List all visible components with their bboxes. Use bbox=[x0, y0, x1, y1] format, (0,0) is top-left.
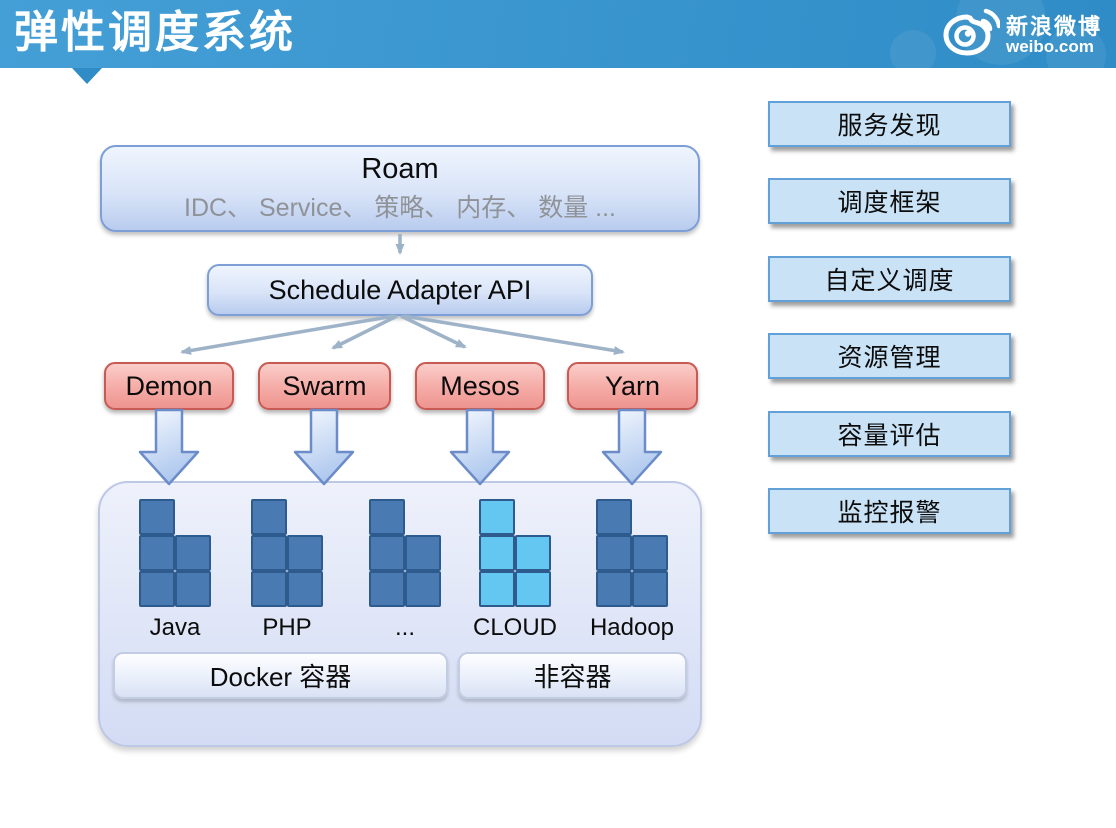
noncontainer-group-box: 非容器 bbox=[458, 652, 687, 699]
header-decor-circle bbox=[890, 30, 936, 68]
cluster-php: PHP bbox=[232, 499, 342, 642]
cluster-label: PHP bbox=[262, 614, 312, 641]
header-notch-triangle bbox=[72, 68, 102, 84]
logo-text-en: weibo.com bbox=[1005, 37, 1094, 57]
block-cell bbox=[632, 571, 668, 607]
scheduler-box-yarn: Yarn bbox=[567, 362, 698, 410]
feature-box-scheduling-framework: 调度框架 bbox=[768, 178, 1011, 224]
block-cell bbox=[287, 571, 323, 607]
scheduler-box-demon: Demon bbox=[104, 362, 234, 410]
roam-box: Roam IDC、 Service、 策略、 内存、 数量 ... bbox=[100, 145, 700, 232]
cluster-label: ... bbox=[394, 614, 415, 641]
block-grid bbox=[251, 499, 323, 607]
feature-box-service-discovery: 服务发现 bbox=[768, 101, 1011, 147]
docker-group-box: Docker 容器 bbox=[113, 652, 448, 699]
block-cell bbox=[596, 499, 632, 535]
roam-subtitle: IDC、 Service、 策略、 内存、 数量 ... bbox=[184, 194, 616, 222]
block-cell bbox=[175, 535, 211, 571]
cluster-label: Java bbox=[149, 614, 201, 641]
cluster-java: Java bbox=[120, 499, 230, 642]
header-bar: 弹性调度系统 新浪微博 weibo.com bbox=[0, 0, 1116, 68]
page-title: 弹性调度系统 bbox=[14, 8, 296, 57]
cluster-hadoop: Hadoop bbox=[577, 499, 687, 642]
block-cell bbox=[139, 499, 175, 535]
block-cell bbox=[369, 499, 405, 535]
schedule-adapter-label: Schedule Adapter API bbox=[268, 274, 532, 305]
block-cell bbox=[251, 535, 287, 571]
logo-text-cn: 新浪微博 bbox=[1005, 14, 1102, 40]
feature-box-resource-management: 资源管理 bbox=[768, 333, 1011, 379]
block-cell bbox=[596, 571, 632, 607]
block-cell bbox=[596, 535, 632, 571]
cluster-label: Hadoop bbox=[589, 614, 675, 641]
feature-box-monitoring-alert: 监控报警 bbox=[768, 488, 1011, 534]
cluster-others: ... bbox=[350, 499, 460, 642]
block-cell bbox=[479, 571, 515, 607]
block-cell bbox=[251, 571, 287, 607]
scheduler-box-swarm: Swarm bbox=[258, 362, 391, 410]
block-cell bbox=[175, 571, 211, 607]
block-cell bbox=[515, 535, 551, 571]
schedule-adapter-box: Schedule Adapter API bbox=[207, 264, 593, 316]
scheduler-box-mesos: Mesos bbox=[415, 362, 545, 410]
roam-title: Roam bbox=[361, 153, 439, 185]
block-grid bbox=[369, 499, 441, 607]
block-cell bbox=[479, 499, 515, 535]
block-cell bbox=[369, 571, 405, 607]
block-cell bbox=[515, 571, 551, 607]
cluster-cloud: CLOUD bbox=[460, 499, 570, 642]
block-cell bbox=[405, 571, 441, 607]
block-cell bbox=[251, 499, 287, 535]
block-cell bbox=[479, 535, 515, 571]
feature-box-capacity-evaluation: 容量评估 bbox=[768, 411, 1011, 457]
block-grid bbox=[596, 499, 668, 607]
block-grid bbox=[139, 499, 211, 607]
feature-box-custom-scheduling: 自定义调度 bbox=[768, 256, 1011, 302]
block-cell bbox=[369, 535, 405, 571]
block-cell bbox=[139, 535, 175, 571]
header-decor-circle bbox=[1046, 25, 1106, 68]
block-grid bbox=[479, 499, 551, 607]
block-cell bbox=[632, 535, 668, 571]
block-cell bbox=[405, 535, 441, 571]
weibo-eye-icon bbox=[942, 6, 1002, 65]
block-cell bbox=[139, 571, 175, 607]
cluster-label: CLOUD bbox=[472, 614, 557, 641]
weibo-logo: 新浪微博 weibo.com bbox=[942, 6, 1102, 65]
block-cell bbox=[287, 535, 323, 571]
